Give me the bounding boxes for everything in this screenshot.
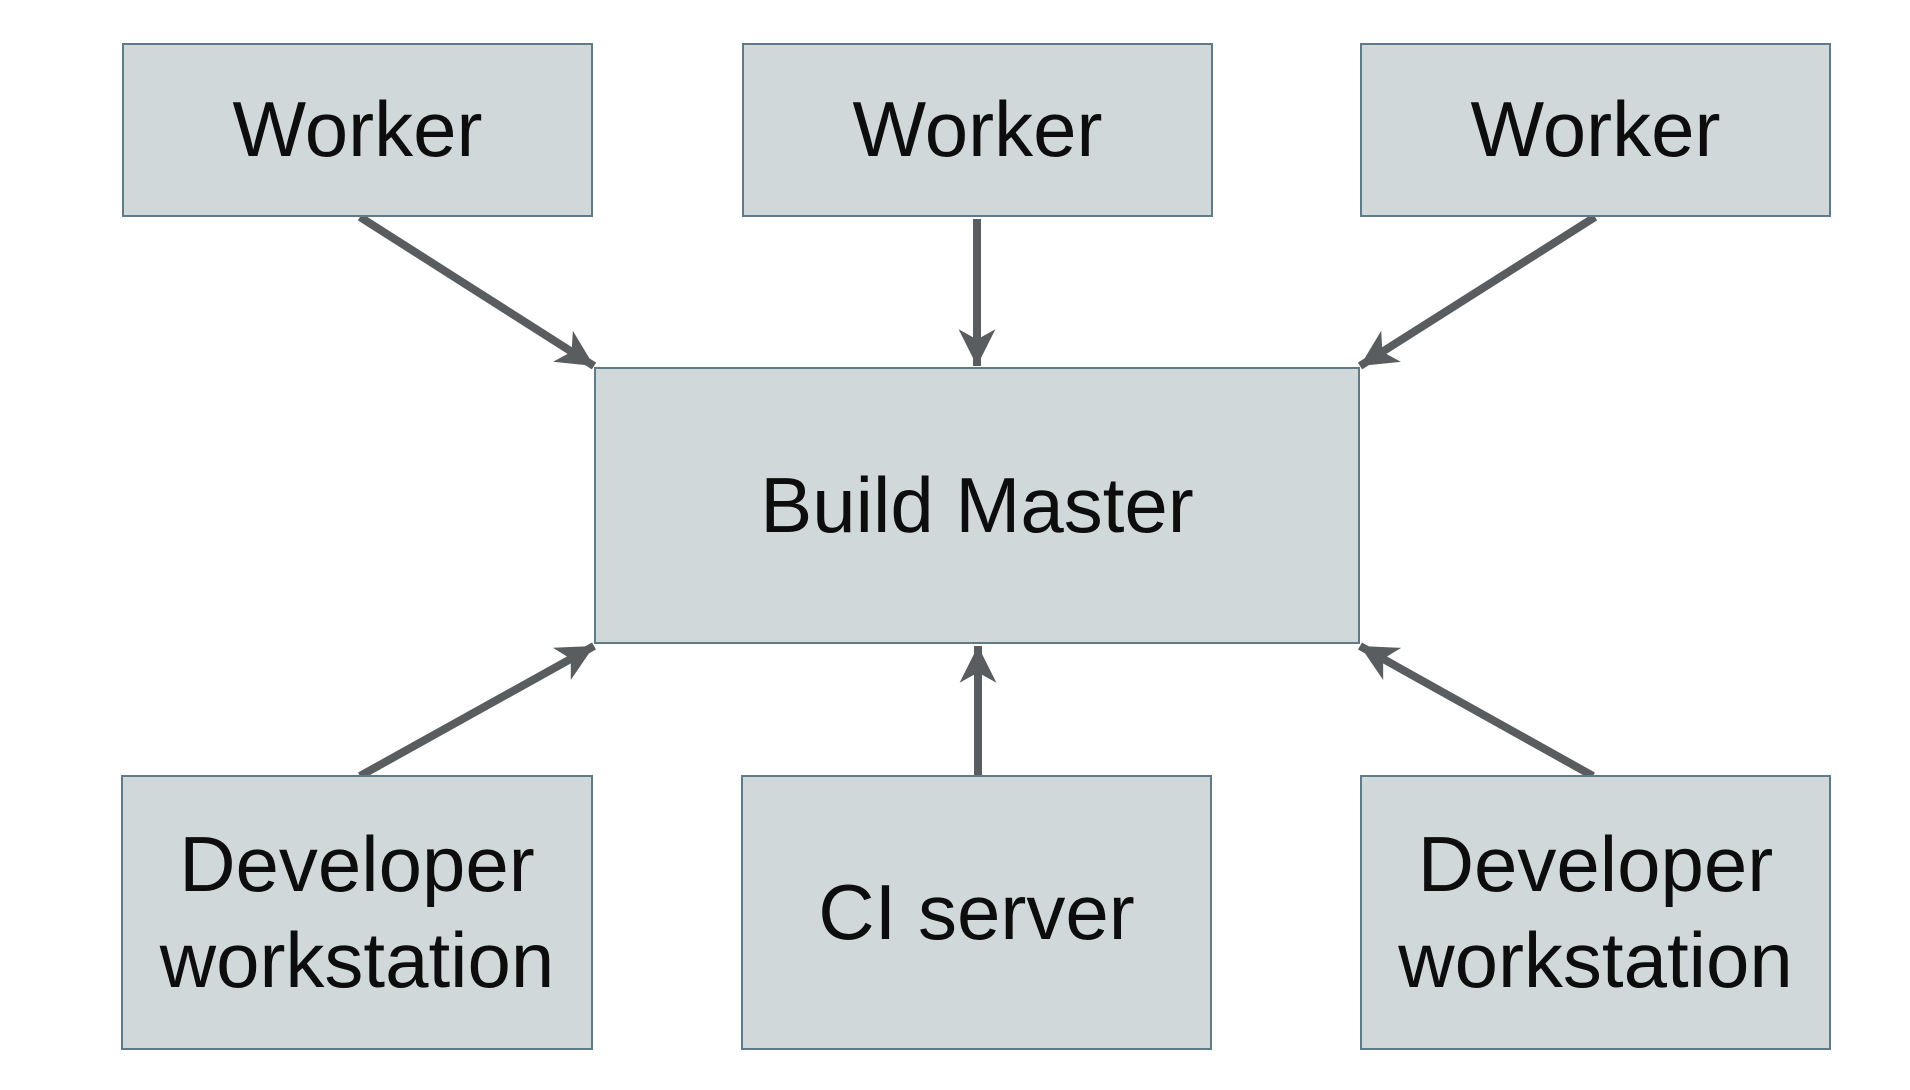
arrow-dev-right-to-build-master: [1358, 642, 1595, 780]
node-worker-3: Worker: [1360, 43, 1831, 217]
arrow-worker-1-to-build-master: [357, 213, 597, 370]
node-build-master-label: Build Master: [760, 460, 1194, 549]
node-developer-workstation-left: Developer workstation: [121, 775, 593, 1050]
node-developer-workstation-left-label: Developer workstation: [159, 820, 555, 1004]
node-ci-server: CI server: [741, 775, 1212, 1050]
node-build-master: Build Master: [594, 367, 1360, 644]
node-developer-workstation-right-label: Developer workstation: [1398, 820, 1793, 1004]
arrow-dev-left-to-build-master: [358, 642, 596, 780]
node-developer-workstation-right: Developer workstation: [1360, 775, 1831, 1050]
node-worker-2-label: Worker: [852, 85, 1103, 174]
node-worker-1-label: Worker: [232, 85, 483, 174]
node-worker-2: Worker: [742, 43, 1213, 217]
node-worker-3-label: Worker: [1470, 85, 1721, 174]
node-ci-server-label: CI server: [818, 867, 1135, 956]
node-worker-1: Worker: [122, 43, 593, 217]
arrow-worker-3-to-build-master: [1357, 213, 1598, 370]
